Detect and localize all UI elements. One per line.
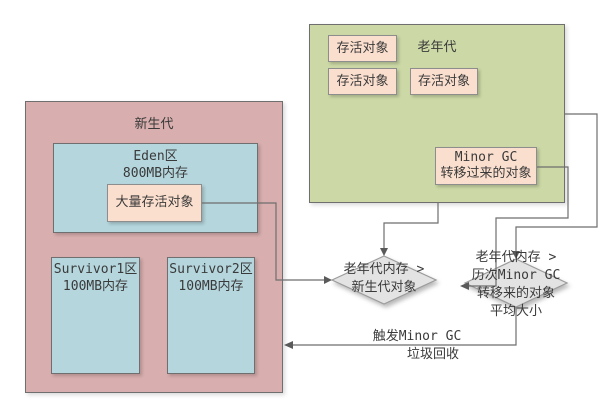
right-decision-line1: 老年代内存 > (475, 250, 557, 265)
old-live-object-box-2: 存活对象 (328, 68, 397, 95)
left-decision-line2: 新生代对象 (351, 280, 417, 295)
survivor2-region-memory: 100MB内存 (178, 279, 244, 294)
eden-live-objects-label: 大量存活对象 (115, 195, 194, 210)
connector-right-decision-to-young-gen (292, 307, 517, 346)
connector-old-gen-to-right-decision (515, 113, 598, 253)
eden-region-name: Eden区 (133, 149, 178, 164)
arrowhead-into-left-decision-left-icon (324, 276, 332, 284)
right-decision-line3: 转移来的对象 (476, 286, 555, 301)
survivor1-region-memory: 100MB内存 (62, 279, 129, 294)
old-live-object-box-1: 存活对象 (328, 35, 397, 62)
right-decision-line4: 平均大小 (489, 304, 542, 319)
connector-minor-gc-box-to-right-decision (469, 166, 569, 287)
old-live-object-label-2: 存活对象 (336, 73, 389, 89)
trigger-minor-gc-label-line1: 触发Minor GC (372, 329, 462, 344)
trigger-minor-gc-label-line2: 垃圾回收 (406, 347, 459, 362)
connector-old-gen-to-left-decision (383, 203, 439, 250)
arrowhead-into-young-gen-icon (284, 341, 293, 349)
old-live-object-label-3: 存活对象 (417, 73, 470, 89)
survivor1-region-box: Survivor1区 100MB内存 (51, 257, 140, 374)
old-live-object-box-3: 存活对象 (410, 68, 478, 95)
connector-eden-objects-to-left-decision (202, 202, 325, 281)
old-generation-title: 老年代 (417, 40, 457, 55)
decision-diamond-old-gen-vs-avg-transferred (463, 258, 569, 308)
survivor2-region-name: Survivor2区 (169, 262, 253, 277)
minor-gc-transferred-line1: Minor GC (454, 150, 518, 165)
survivor2-region-box: Survivor2区 100MB内存 (167, 257, 255, 374)
decision-diamond-old-gen-vs-young-objects (330, 255, 438, 305)
left-decision-text: 老年代内存 > 新生代对象 (284, 261, 484, 297)
right-decision-line2: 历次Minor GC (471, 268, 561, 283)
left-decision-line1: 老年代内存 > (343, 262, 425, 277)
arrowhead-into-left-decision-top-icon (380, 248, 388, 256)
eden-region-memory: 800MB内存 (122, 166, 189, 181)
eden-live-objects-box: 大量存活对象 (107, 184, 202, 222)
young-generation-title: 新生代 (134, 117, 174, 132)
old-live-object-label-1: 存活对象 (336, 40, 389, 56)
minor-gc-transferred-box: Minor GC 转移过来的对象 (435, 147, 537, 185)
arrowhead-at-right-decision-left-vertex-icon (460, 282, 469, 290)
survivor1-region-name: Survivor1区 (53, 262, 138, 277)
right-decision-text: 老年代内存 > 历次Minor GC 转移来的对象 平均大小 (416, 249, 615, 321)
minor-gc-transferred-line2: 转移过来的对象 (440, 166, 532, 181)
arrowhead-into-right-decision-top-icon (512, 251, 520, 259)
